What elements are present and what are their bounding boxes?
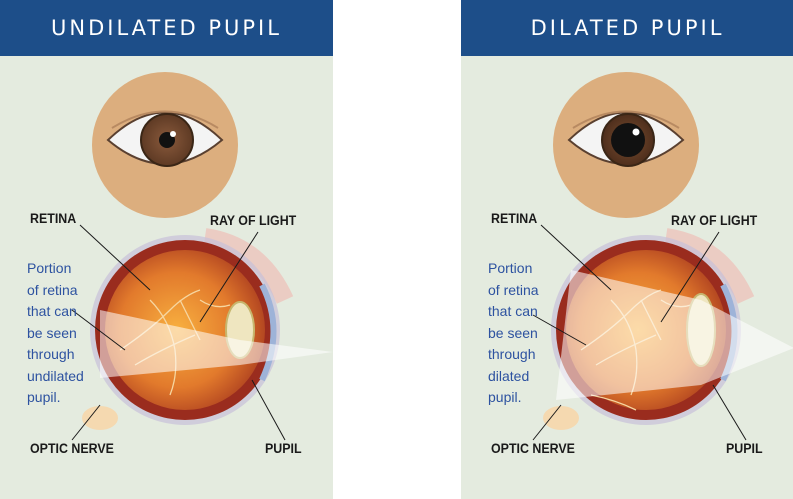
visible-retina-caption: Portion of retina that can be seen throu… [27, 258, 84, 409]
optic-nerve-stub [82, 406, 118, 430]
pupil-label: PUPIL [726, 441, 763, 456]
visible-retina-caption: Portion of retina that can be seen throu… [488, 258, 539, 409]
undilated-panel: UNDILATED PUPIL [0, 0, 333, 499]
optic-nerve-label: OPTIC NERVE [491, 441, 575, 456]
ray-of-light-label: RAY OF LIGHT [210, 213, 296, 228]
retina-label: RETINA [30, 211, 76, 226]
pupil-label: PUPIL [265, 441, 302, 456]
pupil-large [611, 123, 645, 157]
panel-title: UNDILATED PUPIL [0, 0, 333, 56]
ray-of-light-label: RAY OF LIGHT [671, 213, 757, 228]
dilated-panel: DILATED PUPIL [461, 0, 793, 499]
retina-label: RETINA [491, 211, 537, 226]
optic-nerve-label: OPTIC NERVE [30, 441, 114, 456]
panel-title: DILATED PUPIL [461, 0, 793, 56]
optic-nerve-stub [543, 406, 579, 430]
